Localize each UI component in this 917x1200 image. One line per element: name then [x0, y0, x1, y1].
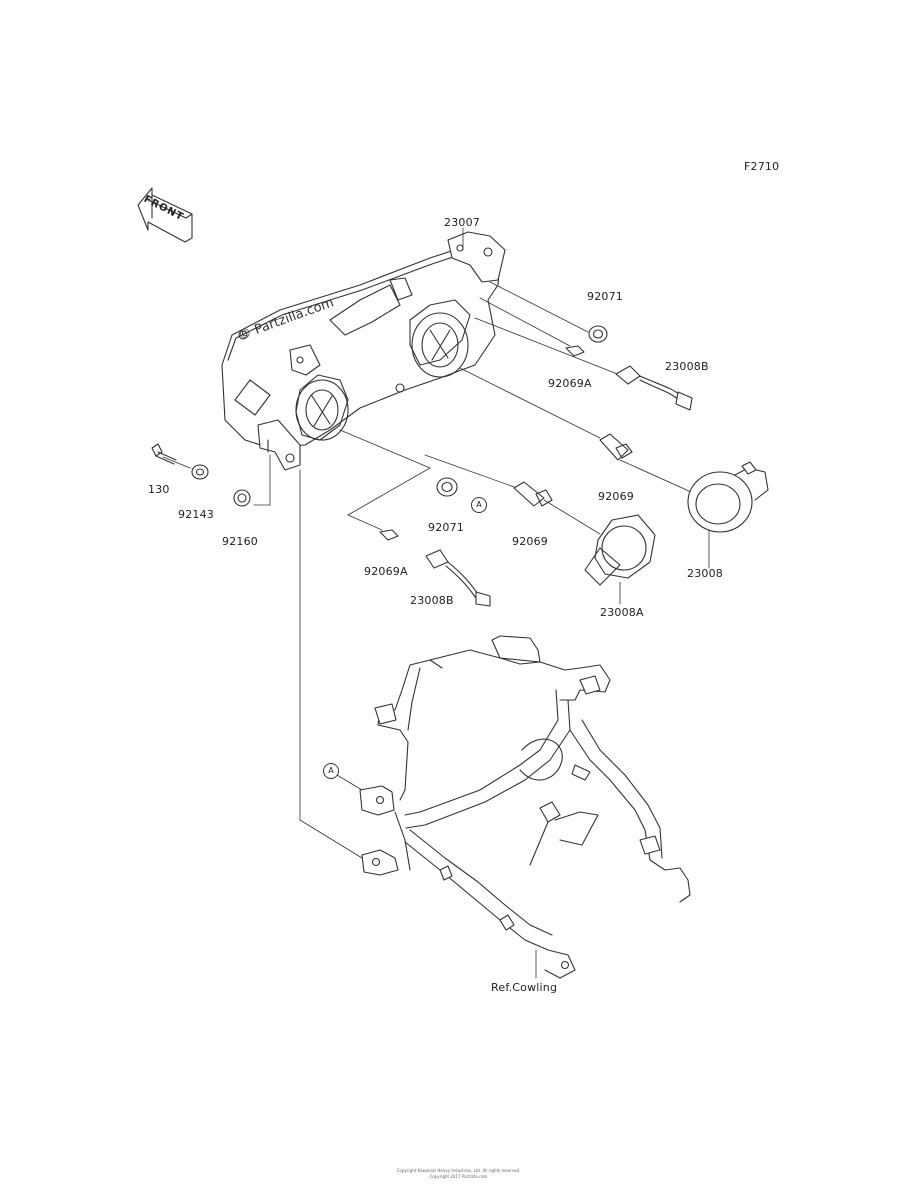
part-label-130: 130 [148, 483, 170, 496]
bolt-icon [152, 444, 176, 464]
collar-icon [192, 465, 208, 479]
part-label-23008: 23008 [687, 567, 723, 580]
headlight-assembly [222, 232, 505, 470]
socket-upper-icon [616, 366, 692, 410]
bulb-main-icon [514, 434, 632, 506]
page-code: F2710 [744, 160, 780, 173]
part-label-92069A-lower: 92069A [364, 565, 408, 578]
part-label-92143: 92143 [178, 508, 214, 521]
part-label-92071-lower: 92071 [428, 521, 464, 534]
grommet-upper-icon [589, 326, 607, 342]
part-label-23007: 23007 [444, 216, 480, 229]
front-arrow-icon [138, 188, 192, 242]
part-label-92069: 92069 [598, 490, 634, 503]
footer-copyright-2: Copyright 2017 Partzilla.com [429, 1174, 488, 1179]
part-label-23008B-lower: 23008B [410, 594, 454, 607]
part-label-23008B-upper: 23008B [665, 360, 709, 373]
cowling-stay-frame [360, 636, 690, 978]
cover-left-icon [585, 515, 655, 585]
part-label-23008A: 23008A [600, 606, 644, 619]
socket-lower-icon [426, 550, 490, 606]
bulb-upper-icon [566, 346, 584, 356]
callout-a-upper: A [471, 497, 487, 513]
cover-right-icon [688, 462, 768, 532]
part-label-92069A-upper: 92069A [548, 377, 592, 390]
bulb-lower-icon [380, 530, 398, 540]
grommet-lower-icon [437, 478, 457, 496]
footer-copyright: Copyright Kawasaki Heavy Industries, Ltd… [396, 1168, 521, 1173]
part-label-92071-upper: 92071 [587, 290, 623, 303]
damper-icon [234, 490, 250, 506]
part-label-92069-left: 92069 [512, 535, 548, 548]
leader-lines [163, 228, 709, 978]
ref-label: Ref.Cowling [491, 981, 558, 994]
part-label-92160: 92160 [222, 535, 258, 548]
callout-a-lower: A [323, 763, 339, 779]
